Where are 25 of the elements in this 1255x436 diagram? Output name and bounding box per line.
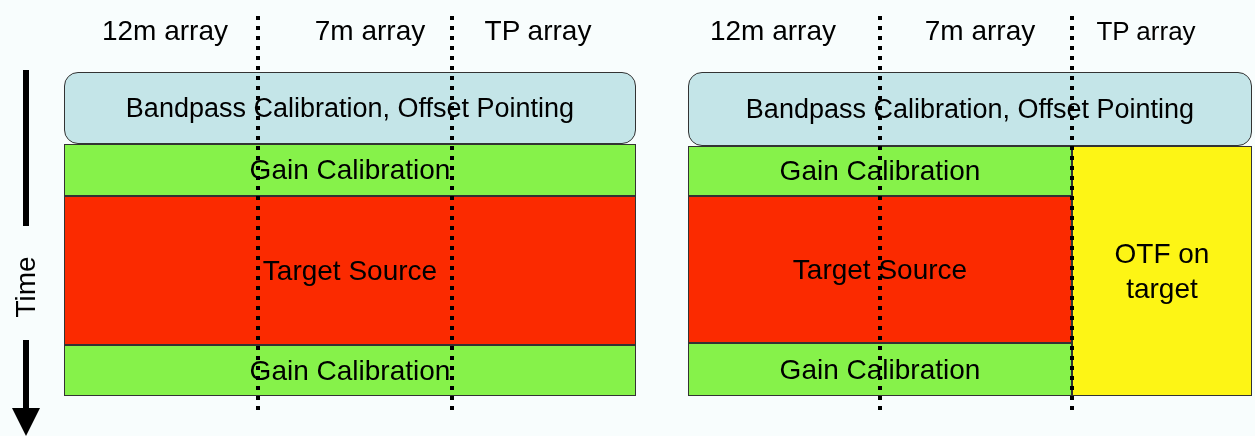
target-band: [688, 196, 1072, 343]
column-header: TP array: [483, 14, 593, 48]
band-label: Gain Calibration: [249, 153, 451, 187]
calibration-band: [688, 146, 1072, 196]
calibration-band: [64, 345, 636, 396]
calibration-band: [688, 72, 1252, 146]
band-label: Target Source: [262, 253, 438, 288]
column-header: 7m array: [923, 14, 1037, 48]
calibration-band: [64, 72, 636, 144]
column-header: 12m array: [100, 14, 229, 48]
band-label: Target Source: [792, 252, 968, 287]
band-label: Bandpass Calibration, Offset Pointing: [745, 92, 1195, 126]
band-label: Gain Calibration: [779, 352, 981, 387]
band-label: Bandpass Calibration, Offset Pointing: [125, 91, 575, 125]
otf-block: [1072, 146, 1252, 396]
target-band: [64, 196, 636, 345]
column-header: 7m array: [313, 14, 427, 48]
band-label: Gain Calibration: [249, 353, 451, 388]
calibration-band: [64, 144, 636, 196]
band-label: Gain Calibration: [779, 154, 981, 188]
calibration-band: [688, 343, 1072, 396]
column-header: TP array: [1095, 15, 1197, 48]
band-label: OTF on target: [1113, 237, 1211, 306]
axis-label: Time: [9, 255, 42, 320]
column-header: 12m array: [708, 14, 837, 48]
